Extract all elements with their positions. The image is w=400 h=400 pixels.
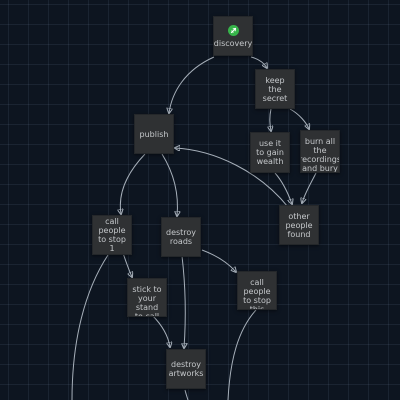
- edge-other-people-to-publish: [175, 148, 289, 208]
- node-destroy-roads[interactable]: destroy roads: [161, 217, 201, 257]
- node-keep-the-secret[interactable]: keep the secret: [255, 69, 295, 109]
- rocket-icon: [227, 24, 239, 36]
- edge-stick-stand-to-destroy-artworks: [151, 314, 170, 347]
- edge-destroy-roads-to-stop-stupid: [201, 249, 236, 272]
- edge-call-people-1-to-stick-stand: [122, 252, 132, 277]
- node-label: use it to gain wealth: [256, 139, 284, 166]
- edge-stop-stupid-to-offscreen: [227, 309, 257, 400]
- node-call-people-to-stop-1[interactable]: call people to stop 1: [92, 215, 132, 255]
- edge-destroy-artworks-to-offscreen: [184, 389, 189, 400]
- node-label: destroy artworks: [168, 360, 204, 378]
- node-label: stick to your stand to call people to: [132, 285, 162, 317]
- edge-destroy-roads-to-destroy-artworks: [182, 255, 185, 348]
- node-burn-all-the-recordings[interactable]: burn all the recordings and bury this: [300, 130, 340, 173]
- node-other-people-found[interactable]: other people found: [279, 205, 319, 245]
- edge-burn-to-other-people: [302, 172, 317, 203]
- node-discovery[interactable]: discovery: [213, 16, 253, 56]
- node-label: call people to stop this stupid action: [243, 278, 271, 310]
- node-label: destroy roads: [165, 228, 197, 246]
- node-label: burn all the recordings and bury this: [300, 137, 340, 173]
- node-destroy-artworks[interactable]: destroy artworks: [166, 349, 206, 389]
- node-stick-to-your-stand[interactable]: stick to your stand to call people to: [127, 278, 167, 317]
- edge-use-wealth-to-other-people: [274, 172, 292, 204]
- edge-publish-to-destroy-roads: [161, 153, 177, 216]
- edge-publish-to-call-people-1: [120, 153, 146, 214]
- edge-discovery-to-publish: [169, 56, 215, 113]
- node-label: other people found: [285, 211, 313, 239]
- node-label: publish: [139, 129, 169, 139]
- edge-keep-secret-to-burn: [289, 108, 309, 129]
- node-publish[interactable]: publish: [134, 114, 174, 154]
- edge-discovery-to-keep-secret: [250, 56, 267, 68]
- node-label: call people to stop 1: [98, 217, 126, 253]
- node-label: discovery: [213, 38, 253, 48]
- node-label: keep the secret: [262, 75, 288, 103]
- edge-call-people-1-to-offscreen: [71, 254, 109, 400]
- node-call-people-to-stop-stupid-action[interactable]: call people to stop this stupid action: [237, 271, 277, 310]
- node-use-it-to-gain-wealth[interactable]: use it to gain wealth: [250, 132, 290, 173]
- edge-keep-secret-to-use-wealth: [270, 108, 271, 131]
